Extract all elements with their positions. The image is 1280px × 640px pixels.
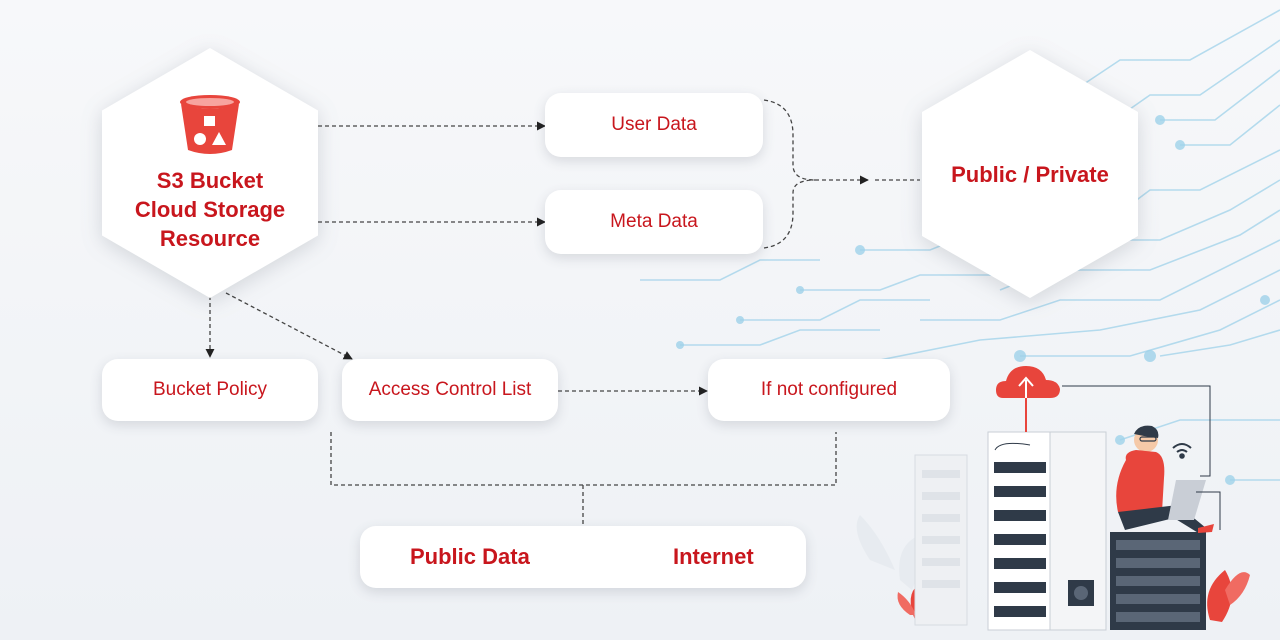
s3-bucket-hexagon: S3 Bucket Cloud Storage Resource: [102, 48, 318, 298]
bucket-icon: [180, 94, 240, 154]
bracket-bottom: [330, 432, 837, 486]
server-rack-back: [914, 454, 968, 626]
s3-title-line-3: Resource: [159, 225, 261, 251]
person-with-laptop: [1116, 425, 1214, 534]
not-configured-label: If not configured: [760, 379, 898, 400]
server-rack-icon: [987, 431, 1107, 631]
public-private-label: Public / Private: [951, 161, 1109, 187]
acl-label: Access Control List: [368, 379, 532, 400]
brace-metadata: [763, 179, 816, 249]
bucket-policy-box: Bucket Policy: [102, 359, 318, 421]
internet-label: Internet: [673, 544, 754, 569]
user-data-label: User Data: [611, 114, 697, 135]
acl-box: Access Control List: [342, 359, 558, 421]
brace-userdata: [763, 99, 816, 181]
user-data-box: User Data: [545, 93, 763, 157]
s3-title-line-2: Cloud Storage: [134, 196, 286, 222]
arrow-s3-to-acl: [225, 292, 353, 360]
meta-data-label: Meta Data: [610, 211, 698, 232]
bucket-policy-label: Bucket Policy: [152, 379, 268, 400]
public-private-hexagon: Public / Private: [922, 50, 1138, 298]
not-configured-box: If not configured: [708, 359, 950, 421]
s3-title-line-1: S3 Bucket: [156, 167, 264, 193]
public-data-box: Public Data Internet: [360, 526, 806, 588]
meta-data-box: Meta Data: [545, 190, 763, 254]
public-data-label: Public Data: [410, 544, 530, 569]
cloud-upload-icon: [996, 366, 1060, 432]
server-stack: [1110, 532, 1206, 630]
wifi-icon: [1172, 443, 1192, 459]
